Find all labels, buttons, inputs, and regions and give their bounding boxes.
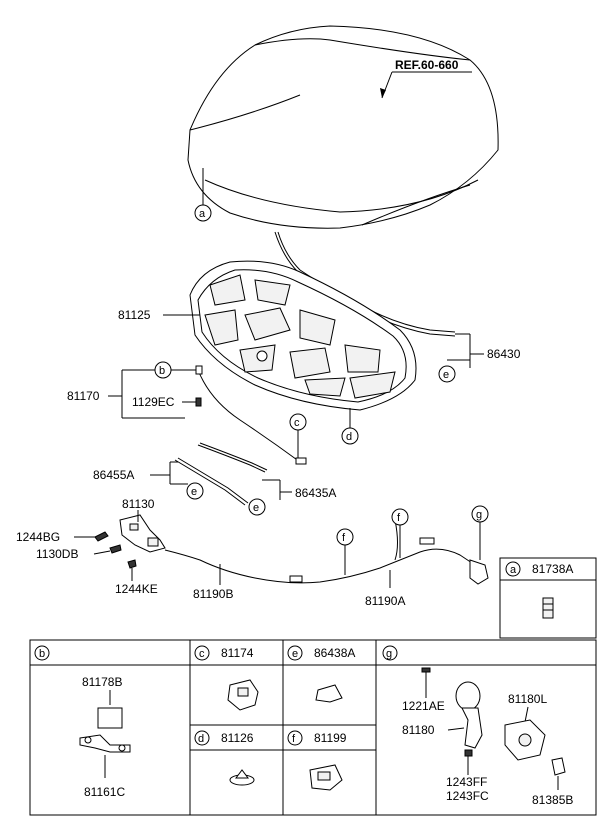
detail-box-a: a 81738A [499,557,597,639]
label-81130: 81130 [122,497,155,511]
svg-text:c: c [294,417,300,429]
label-81170: 81170 [67,389,100,403]
cell-b: b 81178B 81161C [34,645,131,799]
svg-text:g: g [386,648,392,660]
hood-latch-81130 [94,514,166,569]
svg-text:b: b [39,648,45,660]
label-81174: 81174 [221,646,254,660]
label-81385B: 81385B [532,793,573,807]
svg-text:f: f [292,733,296,745]
callout-e-86455A: e [186,482,204,500]
detail-table [29,639,597,816]
label-86455A: 86455A [93,468,134,482]
svg-text:f: f [397,512,401,524]
label-86438A: 86438A [314,646,355,660]
hood-panel [187,25,499,229]
label-1243FF: 1243FF [446,775,487,789]
label-1129EC: 1129EC [132,395,175,409]
svg-text:b: b [159,365,165,377]
label-81199: 81199 [314,731,347,745]
svg-text:d: d [198,733,204,745]
callout-e-86430: e [438,365,456,383]
label-81190B: 81190B [193,587,233,601]
cell-f: f 81199 [287,730,347,791]
label-1244KE: 1244KE [115,582,158,596]
seal-86455A [174,457,249,506]
callout-b-stay: b [154,361,172,379]
label-81178B: 81178B [82,675,122,689]
ref-label-group: REF.60-660 [380,58,472,99]
svg-text:a: a [510,564,517,576]
callout-f-81190B: f [336,528,354,546]
hood-insulator-81125 [189,260,417,411]
label-81126: 81126 [221,731,254,745]
label-81161C: 81161C [84,785,125,799]
svg-text:f: f [342,532,346,544]
svg-text:e: e [292,648,298,660]
label-81180: 81180 [402,723,435,737]
label-81738A: 81738A [532,562,573,576]
label-81125: 81125 [118,308,151,322]
label-1243FC: 1243FC [446,789,489,803]
ref-label: REF.60-660 [395,58,459,72]
cell-g: g 1221AE 81180 81180L 1243FF 1243FC 8138… [382,645,573,807]
label-1244BG: 1244BG [16,530,60,544]
svg-text:g: g [476,509,482,521]
svg-text:e: e [191,486,197,498]
label-81180L: 81180L [508,692,547,706]
cell-e: e 86438A [287,645,355,703]
callout-a-hood: a [194,204,212,222]
label-81190A: 81190A [365,594,405,608]
callout-g-handle: g [471,505,489,523]
svg-text:e: e [253,502,259,514]
cell-d: d 81126 [194,730,255,786]
label-1130DB: 1130DB [36,547,78,561]
svg-text:c: c [199,648,205,660]
label-86435A: 86435A [295,486,336,500]
callout-d-81125: d [341,427,359,445]
cell-c: c 81174 [194,645,259,711]
label-86430: 86430 [487,347,521,361]
svg-text:e: e [443,369,449,381]
release-cable [164,519,489,585]
svg-text:a: a [199,208,206,220]
callout-f-81190A: f [391,508,409,526]
seal-86435A [197,442,268,473]
label-1221AE: 1221AE [402,699,445,713]
svg-text:d: d [346,431,352,443]
callout-c-stay: c [289,413,307,431]
callout-e-86435A: e [248,498,266,516]
